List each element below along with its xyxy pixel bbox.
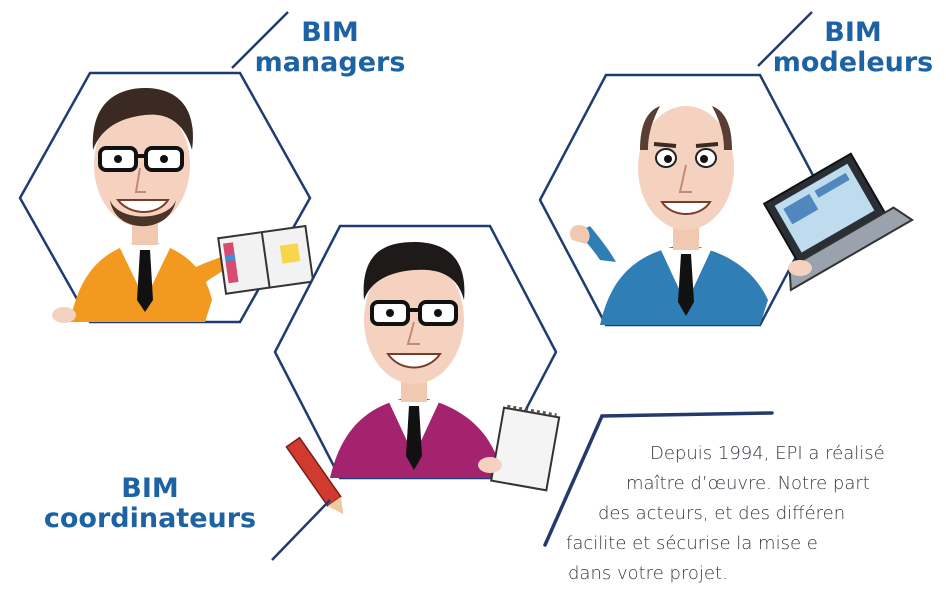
label-bim-modeleurs-line2: modeleurs [772,47,934,78]
paragraph-line-4: facilite et sécurise la mise e [566,533,818,554]
label-bim-modeleurs: BIM modeleurs [760,18,946,78]
slash-coordinateurs [271,499,331,561]
label-bim-coordinateurs: BIM coordinateurs [28,474,272,534]
paragraph-line-3: des acteurs, et des différen [598,503,846,524]
paragraph-line-1: Depuis 1994, EPI a réalisé [650,443,885,464]
label-bim-modeleurs-line1: BIM [824,17,882,48]
slash-managers [231,11,289,69]
label-bim-managers: BIM managers [240,18,420,78]
paragraph-line-5: dans votre projet. [568,563,728,584]
label-bim-coordinateurs-line1: BIM [121,473,179,504]
avatar-modeleur [569,106,915,325]
slash-modeleurs [757,11,813,67]
label-bim-managers-line2: managers [254,47,406,78]
avatar-manager [52,88,315,323]
paragraph-accent-line [543,411,774,547]
label-bim-managers-line1: BIM [301,17,359,48]
paragraph-line-2: maître d’œuvre. Notre part [626,473,870,494]
avatar-coordinateur [285,242,561,515]
intro-paragraph: Depuis 1994, EPI a réalisé maître d’œuvr… [560,440,946,606]
label-bim-coordinateurs-line2: coordinateurs [43,503,257,534]
